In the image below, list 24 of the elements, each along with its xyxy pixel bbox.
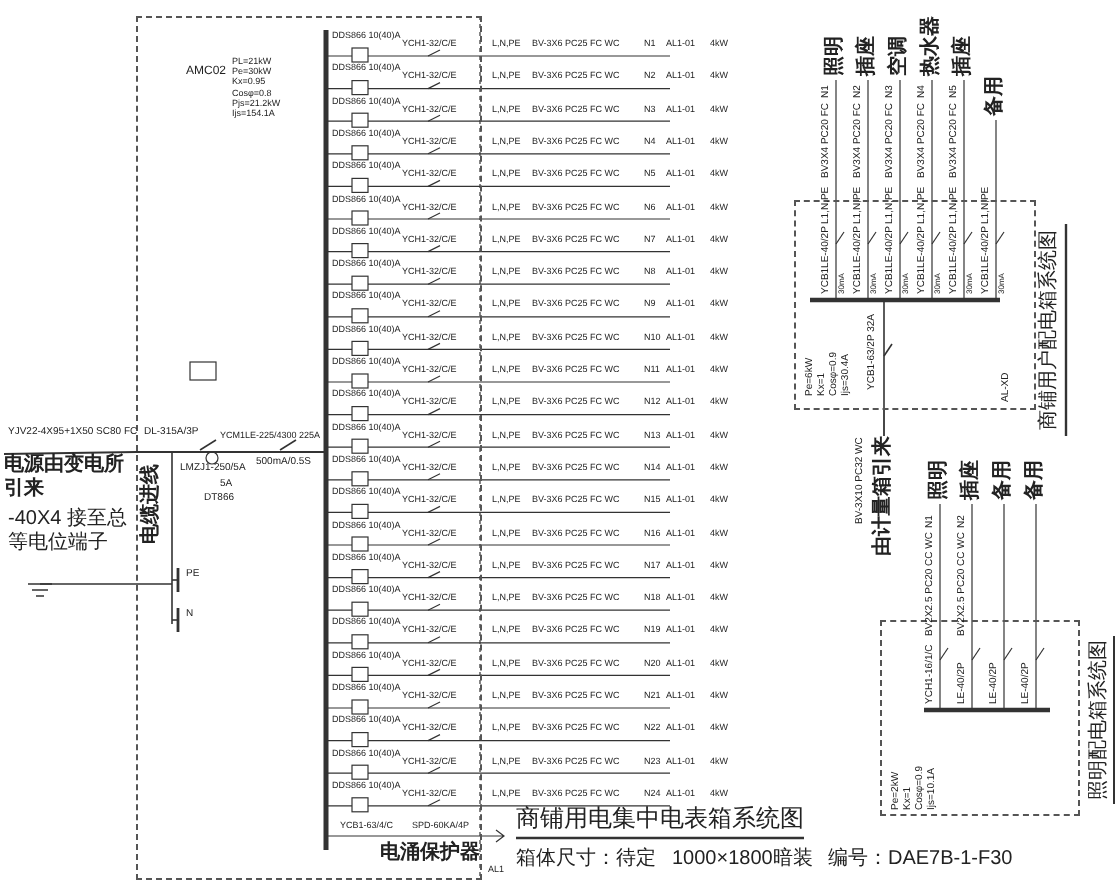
load-name: 插座 bbox=[960, 460, 983, 500]
feeder-line bbox=[3, 451, 137, 455]
load-name: 插座 bbox=[856, 36, 879, 76]
panel-title: 商铺用户配电箱系统图 bbox=[1038, 230, 1061, 430]
panel-title: 照明配电箱系统图 bbox=[1088, 640, 1111, 800]
load-name: 热水器 bbox=[920, 16, 943, 76]
device-name: 电涌保护器 bbox=[380, 842, 480, 865]
load-name: 备用 bbox=[984, 76, 1007, 116]
distribution-panel bbox=[136, 16, 482, 880]
cable-note: 电缆进线 bbox=[140, 464, 163, 544]
source-note: 电源由变电所引来 bbox=[4, 454, 132, 500]
diagram-title: 商铺用电集中电表箱系统图 bbox=[516, 806, 804, 834]
load-name: 照明 bbox=[928, 460, 951, 500]
load-name: 备用 bbox=[1024, 460, 1047, 500]
grounding-note: -40X4 接至总等电位端子 bbox=[8, 508, 129, 554]
load-name: 备用 bbox=[992, 460, 1015, 500]
load-name: 空调 bbox=[888, 36, 911, 76]
note-text: 编号：DAE7B-1-F30 bbox=[828, 848, 1013, 871]
feeder-line bbox=[883, 409, 885, 437]
load-name: 照明 bbox=[824, 36, 847, 76]
load-name: 插座 bbox=[952, 36, 975, 76]
note-text: 箱体尺寸：待定 bbox=[516, 848, 656, 871]
source-note: 由计量箱引来 bbox=[872, 436, 895, 556]
note-text: 1000×1800暗装 bbox=[672, 848, 813, 871]
